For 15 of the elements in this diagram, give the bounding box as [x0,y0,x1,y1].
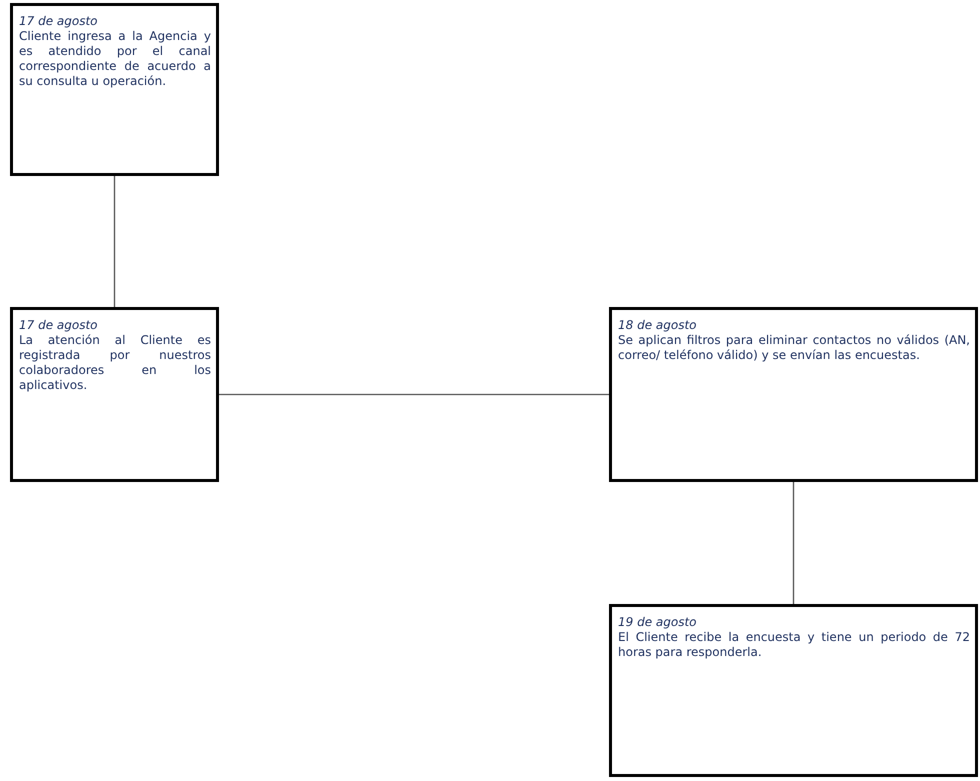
description-text: El Cliente recibe la encuesta y tiene un periodo de 72 horas para responderla. [618,630,970,660]
connector-line [792,482,794,604]
date-label: 17 de agosto [19,14,99,28]
event-box [609,307,978,482]
date-label: 18 de agosto [618,318,698,332]
event-box [10,307,219,482]
description-text: La atención al Cliente es registrada por nuestros colaboradores en los aplicativos. [19,333,211,393]
description-text: Se aplican filtros para eliminar contactos no válidos (AN, correo/ teléfono válido) y se envían las encuestas. [618,333,970,363]
date-label: 19 de agosto [618,615,698,629]
description-text: Cliente ingresa a la Agencia y es atendido por el canal correspondiente de acuerdo a su consulta u operación. [19,29,211,89]
connector-line [114,176,116,307]
date-label: 17 de agosto [19,318,99,332]
event-box [10,3,219,176]
connector-line [219,394,609,396]
event-box [609,604,978,777]
